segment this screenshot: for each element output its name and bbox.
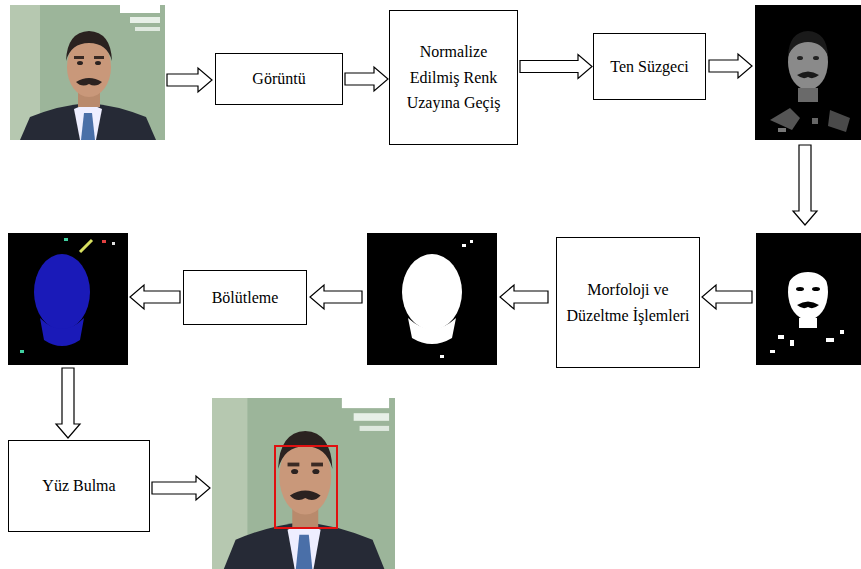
process-box: Morfoloji ve Düzeltme İşlemleri bbox=[556, 237, 700, 368]
flow-arrow bbox=[56, 368, 80, 438]
process-box: Normalize Edilmiş Renk Uzayına Geçiş bbox=[389, 10, 518, 145]
box-label: Ten Süzgeci bbox=[610, 54, 688, 80]
process-box: Yüz Bulma bbox=[8, 440, 150, 532]
flow-arrow bbox=[520, 55, 592, 79]
flow-arrow bbox=[152, 476, 210, 500]
skin-filter-image bbox=[755, 5, 861, 140]
box-content: Morfoloji ve Düzeltme İşlemleri bbox=[565, 277, 691, 328]
flow-arrow bbox=[500, 285, 548, 309]
process-box: Görüntü bbox=[215, 53, 343, 105]
box-content: Ten Süzgeci bbox=[610, 54, 688, 80]
box-content: Görüntü bbox=[252, 66, 305, 92]
input-photo bbox=[10, 5, 165, 140]
flow-arrow bbox=[130, 285, 180, 309]
flow-arrow bbox=[709, 54, 752, 78]
box-label: Yüz Bulma bbox=[42, 473, 115, 499]
process-box: Bölütleme bbox=[183, 270, 307, 325]
box-label: Morfoloji ve Düzeltme İşlemleri bbox=[565, 277, 691, 328]
box-label: Normalize Edilmiş Renk Uzayına Geçiş bbox=[398, 39, 509, 116]
box-content: Normalize Edilmiş Renk Uzayına Geçiş bbox=[398, 39, 509, 116]
process-box: Ten Süzgeci bbox=[593, 33, 706, 100]
box-label: Bölütleme bbox=[212, 285, 279, 311]
face-box bbox=[275, 446, 337, 528]
binary-mask-image bbox=[756, 233, 861, 365]
result-photo bbox=[212, 398, 395, 569]
morphology-image bbox=[367, 233, 497, 365]
flow-arrow bbox=[345, 67, 388, 91]
flow-arrow bbox=[167, 68, 212, 92]
box-label: Görüntü bbox=[252, 66, 305, 92]
segmentation-image bbox=[8, 233, 128, 365]
flow-arrow bbox=[310, 285, 362, 309]
box-content: Bölütleme bbox=[212, 285, 279, 311]
flow-arrow bbox=[793, 145, 817, 225]
box-content: Yüz Bulma bbox=[42, 473, 115, 499]
flow-arrow bbox=[702, 285, 752, 309]
